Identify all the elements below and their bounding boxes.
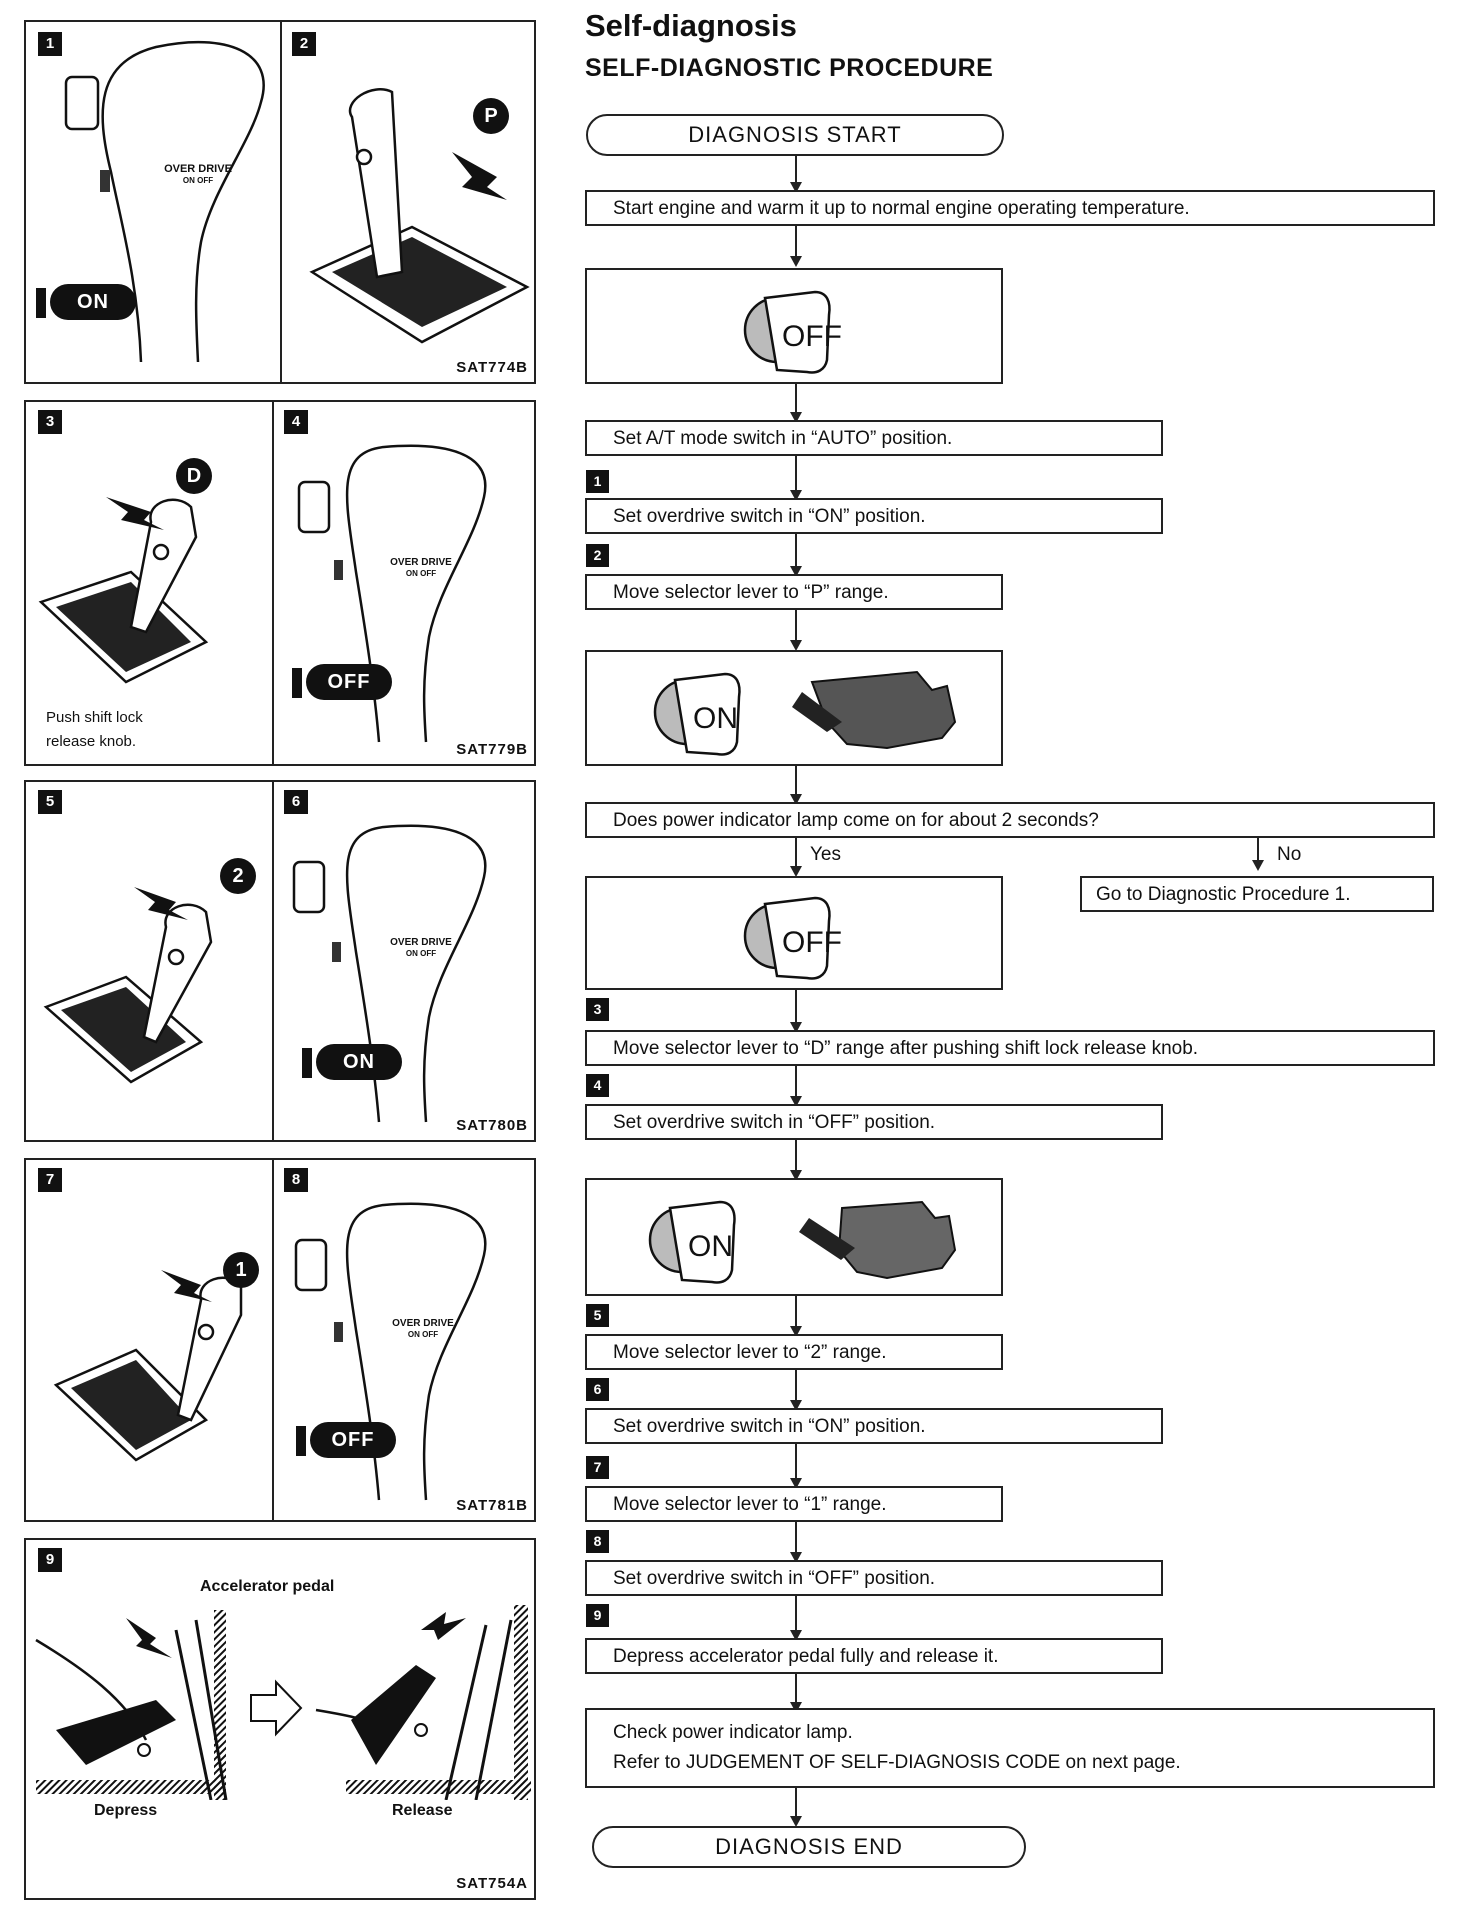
ignition-key-on-engine-icon: ON: [648, 1200, 957, 1284]
figure-code: SAT774B: [456, 359, 528, 376]
overdrive-knob-illustration: [64, 40, 265, 363]
panel-number-7: 7: [38, 1168, 62, 1192]
overdrive-label: OVER DRIVE ON OFF: [390, 937, 452, 958]
page-title: Self-diagnosis: [585, 8, 797, 43]
key-on-text: ON: [688, 1230, 733, 1263]
overdrive-knob-illustration: [294, 1202, 487, 1501]
step-selector-1: Move selector lever to “1” range.: [585, 1486, 1003, 1522]
diagnosis-end-terminal: DIAGNOSIS END: [592, 1826, 1026, 1868]
figure-1: 1 2 OVER DRIVE ON OFF ON P SAT774B: [24, 20, 536, 384]
step-marker-3: 3: [586, 998, 609, 1021]
step-overdrive-on: Set overdrive switch in “ON” position.: [585, 498, 1163, 534]
step-start-engine: Start engine and warm it up to normal en…: [585, 190, 1435, 226]
ignition-key-off-icon: OFF: [743, 290, 842, 374]
panel-number-8: 8: [284, 1168, 308, 1192]
selector-lever-illustration: [38, 497, 209, 684]
panel-number-3: 3: [38, 410, 62, 434]
panel-number-9: 9: [38, 1548, 62, 1572]
figure-code: SAT754A: [456, 1875, 528, 1892]
step-marker-5: 5: [586, 1304, 609, 1327]
step-selector-p: Move selector lever to “P” range.: [585, 574, 1003, 610]
overdrive-knob-illustration: [292, 824, 487, 1123]
step-go-to-procedure-1: Go to Diagnostic Procedure 1.: [1080, 876, 1434, 912]
step-marker-8: 8: [586, 1530, 609, 1553]
no-label: No: [1277, 844, 1302, 865]
range-badge-2: 2: [220, 858, 256, 894]
switch-state-badge: OFF: [306, 664, 392, 700]
selector-lever-illustration: [43, 887, 213, 1084]
figure-caption: Push shift lock release knob.: [46, 709, 143, 750]
yes-label: Yes: [810, 844, 841, 865]
overdrive-label: OVER DRIVE ON OFF: [392, 1318, 454, 1339]
ignition-on-engine-image-box-2: ON: [585, 1178, 1003, 1296]
panel-number-5: 5: [38, 790, 62, 814]
step-check-power-lamp: Check power indicator lamp. Refer to JUD…: [585, 1708, 1435, 1788]
figure-2: 3 4 D Push shift lock release knob. OVER…: [24, 400, 536, 766]
step-set-at-mode: Set A/T mode switch in “AUTO” position.: [585, 420, 1163, 456]
page-subtitle: SELF-DIAGNOSTIC PROCEDURE: [585, 54, 994, 82]
range-badge-d: D: [176, 458, 212, 494]
figure-4: 7 8 1 OVER DRIVE ON OFF OFF SAT781B: [24, 1158, 536, 1522]
step-marker-6: 6: [586, 1378, 609, 1401]
step-marker-7: 7: [586, 1456, 609, 1479]
step-overdrive-off-2: Set overdrive switch in “OFF” position.: [585, 1560, 1163, 1596]
ignition-key-off-icon: OFF: [743, 896, 842, 980]
panel-number-4: 4: [284, 410, 308, 434]
release-label: Release: [392, 1802, 453, 1819]
overdrive-label: OVER DRIVE ON OFF: [390, 557, 452, 578]
key-off-text: OFF: [782, 926, 842, 959]
key-on-text: ON: [693, 702, 738, 735]
range-badge-p: P: [473, 98, 509, 134]
panel-number-1: 1: [38, 32, 62, 56]
figure-heading: Accelerator pedal: [200, 1578, 335, 1595]
switch-state-badge: OFF: [310, 1422, 396, 1458]
step-depress-accelerator: Depress accelerator pedal fully and rele…: [585, 1638, 1163, 1674]
ignition-off-image-box-2: OFF: [585, 876, 1003, 990]
figure-code: SAT780B: [456, 1117, 528, 1134]
switch-state-badge: ON: [316, 1044, 402, 1080]
step-marker-4: 4: [586, 1074, 609, 1097]
step-marker-9: 9: [586, 1604, 609, 1627]
figure-3: 5 6 2 OVER DRIVE ON OFF ON SAT780B: [24, 780, 536, 1142]
step-selector-d: Move selector lever to “D” range after p…: [585, 1030, 1435, 1066]
key-off-text: OFF: [782, 320, 842, 353]
step-overdrive-off: Set overdrive switch in “OFF” position.: [585, 1104, 1163, 1140]
ignition-on-engine-image-box: ON: [585, 650, 1003, 766]
overdrive-label: OVER DRIVE ON OFF: [164, 163, 232, 186]
selector-lever-illustration: [309, 88, 530, 344]
ignition-off-image-box: OFF: [585, 268, 1003, 384]
switch-state-badge: ON: [50, 284, 136, 320]
diagnosis-start-terminal: DIAGNOSIS START: [586, 114, 1004, 156]
figure-5: 9 Accelerator pedal Depress Release SAT7…: [24, 1538, 536, 1900]
figure-code: SAT779B: [456, 741, 528, 758]
panel-number-6: 6: [284, 790, 308, 814]
overdrive-knob-illustration: [297, 444, 487, 743]
depress-label: Depress: [94, 1802, 158, 1819]
figure-code: SAT781B: [456, 1497, 528, 1514]
step-power-lamp-question: Does power indicator lamp come on for ab…: [585, 802, 1435, 838]
accelerator-pedal-illustration: [35, 1605, 531, 1800]
panel-number-2: 2: [292, 32, 316, 56]
step-overdrive-on-2: Set overdrive switch in “ON” position.: [585, 1408, 1163, 1444]
step-marker-1: 1: [586, 470, 609, 493]
ignition-key-on-engine-icon: ON: [653, 670, 957, 756]
selector-lever-illustration: [53, 1270, 243, 1462]
step-marker-2: 2: [586, 544, 609, 567]
range-badge-1: 1: [223, 1252, 259, 1288]
step-selector-2: Move selector lever to “2” range.: [585, 1334, 1003, 1370]
